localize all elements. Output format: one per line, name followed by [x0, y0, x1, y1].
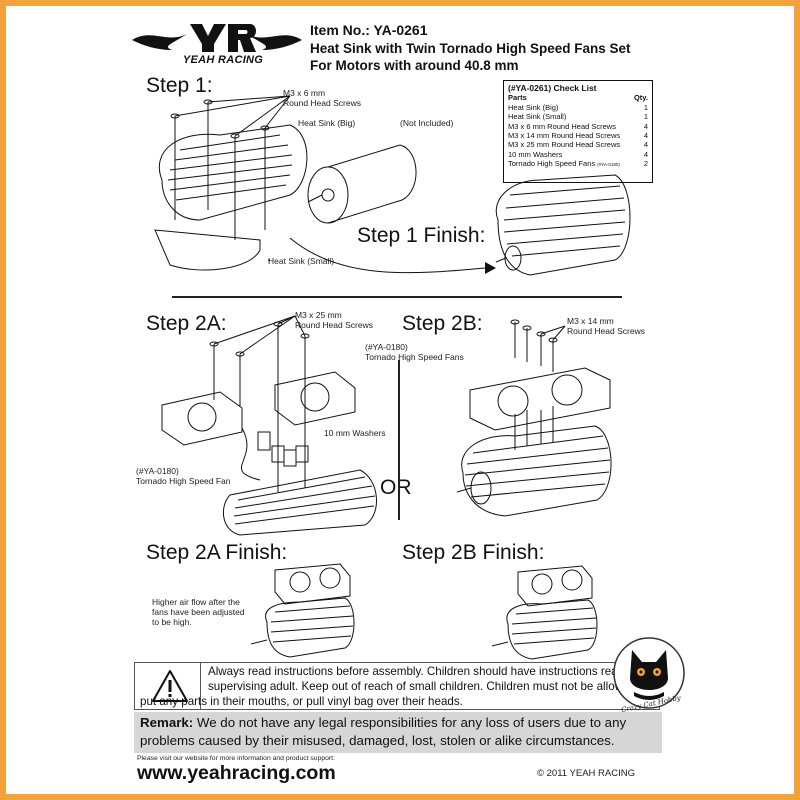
check-list-title: (#YA-0261) Check List [508, 83, 597, 93]
yeah-racing-logo [132, 24, 302, 52]
step2b-illustration [456, 319, 612, 517]
warning-line-3: put any parts in their mouths, or pull v… [140, 695, 463, 708]
warning-icon [152, 670, 188, 702]
copyright: © 2011 YEAH RACING [537, 768, 635, 779]
step2a-finish-illustration [250, 563, 355, 658]
remark-box: Remark: We do not have any legal respons… [134, 712, 662, 753]
label-washers: 10 mm Washers [324, 428, 386, 438]
warning-line-1: Always read instructions before assembly… [208, 665, 640, 678]
label-fans-top: (#YA-0180)Tornado High Speed Fans [365, 342, 464, 362]
product-subtitle: For Motors with around 40.8 mm [310, 58, 519, 73]
or-divider [398, 360, 400, 520]
step2a-title: Step 2A: [146, 312, 227, 335]
remark-text: We do not have any legal responsibilitie… [140, 715, 627, 748]
label-heat-sink-big: Heat Sink (Big) [298, 118, 356, 128]
step2b-finish-illustration [491, 565, 598, 660]
screw-icon [209, 315, 310, 406]
logo-text: YEAH RACING [182, 54, 264, 66]
item-number: Item No.: YA-0261 [310, 22, 428, 38]
step2a-finish-title: Step 2A Finish: [146, 541, 288, 564]
label-heat-sink-small: Heat Sink (Small) [268, 256, 335, 266]
check-list-row: Heat Sink (Big)1 [508, 102, 648, 112]
step2a-illustration [161, 315, 377, 536]
website-note: Please visit our website for more inform… [137, 755, 335, 762]
section-divider [172, 296, 622, 298]
cat-watermark-icon [613, 637, 685, 709]
website-link[interactable]: www.yeahracing.com [137, 762, 336, 784]
step1-illustration [154, 95, 631, 276]
screw-icon [510, 319, 566, 372]
step2b-finish-title: Step 2B Finish: [402, 541, 545, 564]
step2b-title: Step 2B: [402, 312, 483, 335]
step1-title: Step 1: [146, 74, 213, 97]
or-label: OR [380, 476, 412, 499]
check-list-row: Tornado High Speed Fans (#YA-0180) 2 [508, 159, 648, 169]
label-fan-left: (#YA-0180)Tornado High Speed Fan [136, 466, 231, 486]
warning-line-2: supervising adult. Keep out of reach of … [208, 680, 649, 693]
label-not-included: (Not Included) [400, 118, 454, 128]
step1-finish-title: Step 1 Finish: [357, 224, 486, 247]
warning-separator [200, 662, 201, 710]
product-title: Heat Sink with Twin Tornado High Speed F… [310, 41, 631, 56]
check-list-row: Heat Sink (Small)1 [508, 112, 648, 122]
remark-label: Remark: [140, 715, 194, 730]
